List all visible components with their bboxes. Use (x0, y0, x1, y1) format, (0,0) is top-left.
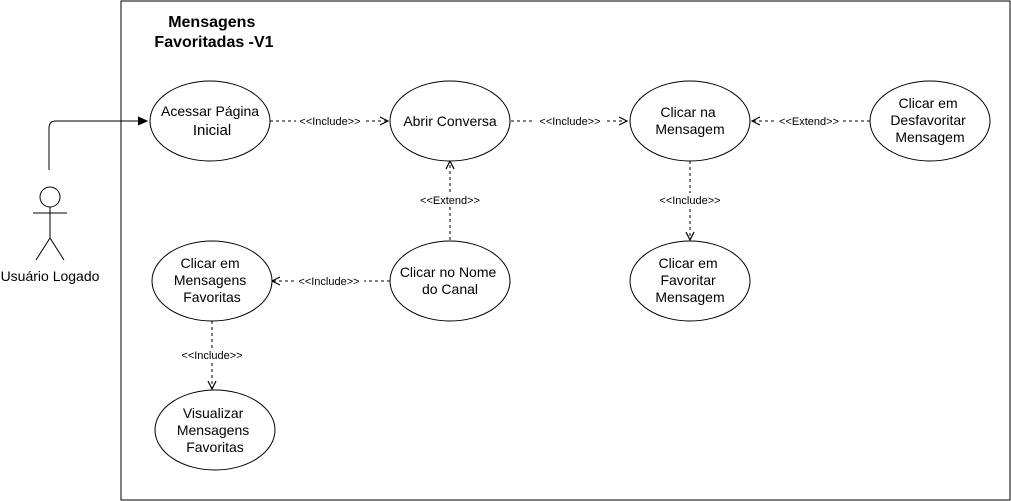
edge-label-include: <<Include>> (539, 116, 600, 128)
association-actor-acessar (48, 121, 147, 170)
use-case-clicar-mensagens-favoritas: Clicar em Mensagens Favoritas (151, 240, 273, 322)
edge-label-include: <<Include>> (299, 116, 360, 128)
use-case-visualizar-mensagens-favoritas: Visualizar Mensagens Favoritas (154, 389, 276, 471)
system-boundary (120, 0, 1011, 501)
svg-text:Abrir Conversa: Abrir Conversa (403, 113, 497, 129)
actor-label: Usuário Logado (1, 268, 100, 284)
svg-text:Acessar Página Inicial: Acessar Página Inicial (161, 103, 263, 139)
use-case-clicar-na-mensagem: Clicar na Mensagem (629, 80, 751, 162)
edge-label-include: <<Include>> (298, 276, 359, 288)
edge-label-include: <<Include>> (181, 350, 242, 362)
svg-text:Clicar na Mensagem: Clicar na Mensagem (655, 104, 724, 137)
actor-usuario-logado: Usuário Logado (1, 186, 100, 284)
svg-text:Clicar no Nome do Canal: Clicar no Nome do Canal (400, 264, 500, 297)
svg-text:Clicar em Mensagens: Clicar em Mensagens Favoritas (174, 255, 250, 305)
svg-text:Clicar em Favoritar: Clicar em Favoritar Mensagem (655, 255, 724, 305)
edge-label-extend: <<Extend>> (420, 195, 480, 207)
edge-labels: <<Include>> <<Include>> <<Extend>> <<Ext… (176, 114, 842, 362)
edge-label-include: <<Include>> (659, 195, 720, 207)
use-case-clicar-nome-canal: Clicar no Nome do Canal (389, 240, 511, 322)
use-case-desfavoritar-mensagem: Clicar em Desfavoritar Mensagem (869, 80, 991, 162)
svg-text:Visualizar Mensagens: Visualizar Mensagens Favoritas (177, 405, 253, 455)
use-case-abrir-conversa: Abrir Conversa (389, 80, 511, 162)
stick-figure-icon (33, 186, 67, 261)
svg-text:Clicar em Desfavoritar: Clicar em Desfavoritar Mensagem (890, 95, 969, 145)
diagram-title: Mensagens Favoritadas -V1 (154, 14, 273, 51)
edge-label-extend: <<Extend>> (779, 116, 839, 128)
use-case-acessar-pagina-inicial: Acessar Página Inicial (149, 80, 271, 162)
use-case-favoritar-mensagem: Clicar em Favoritar Mensagem (629, 240, 751, 322)
